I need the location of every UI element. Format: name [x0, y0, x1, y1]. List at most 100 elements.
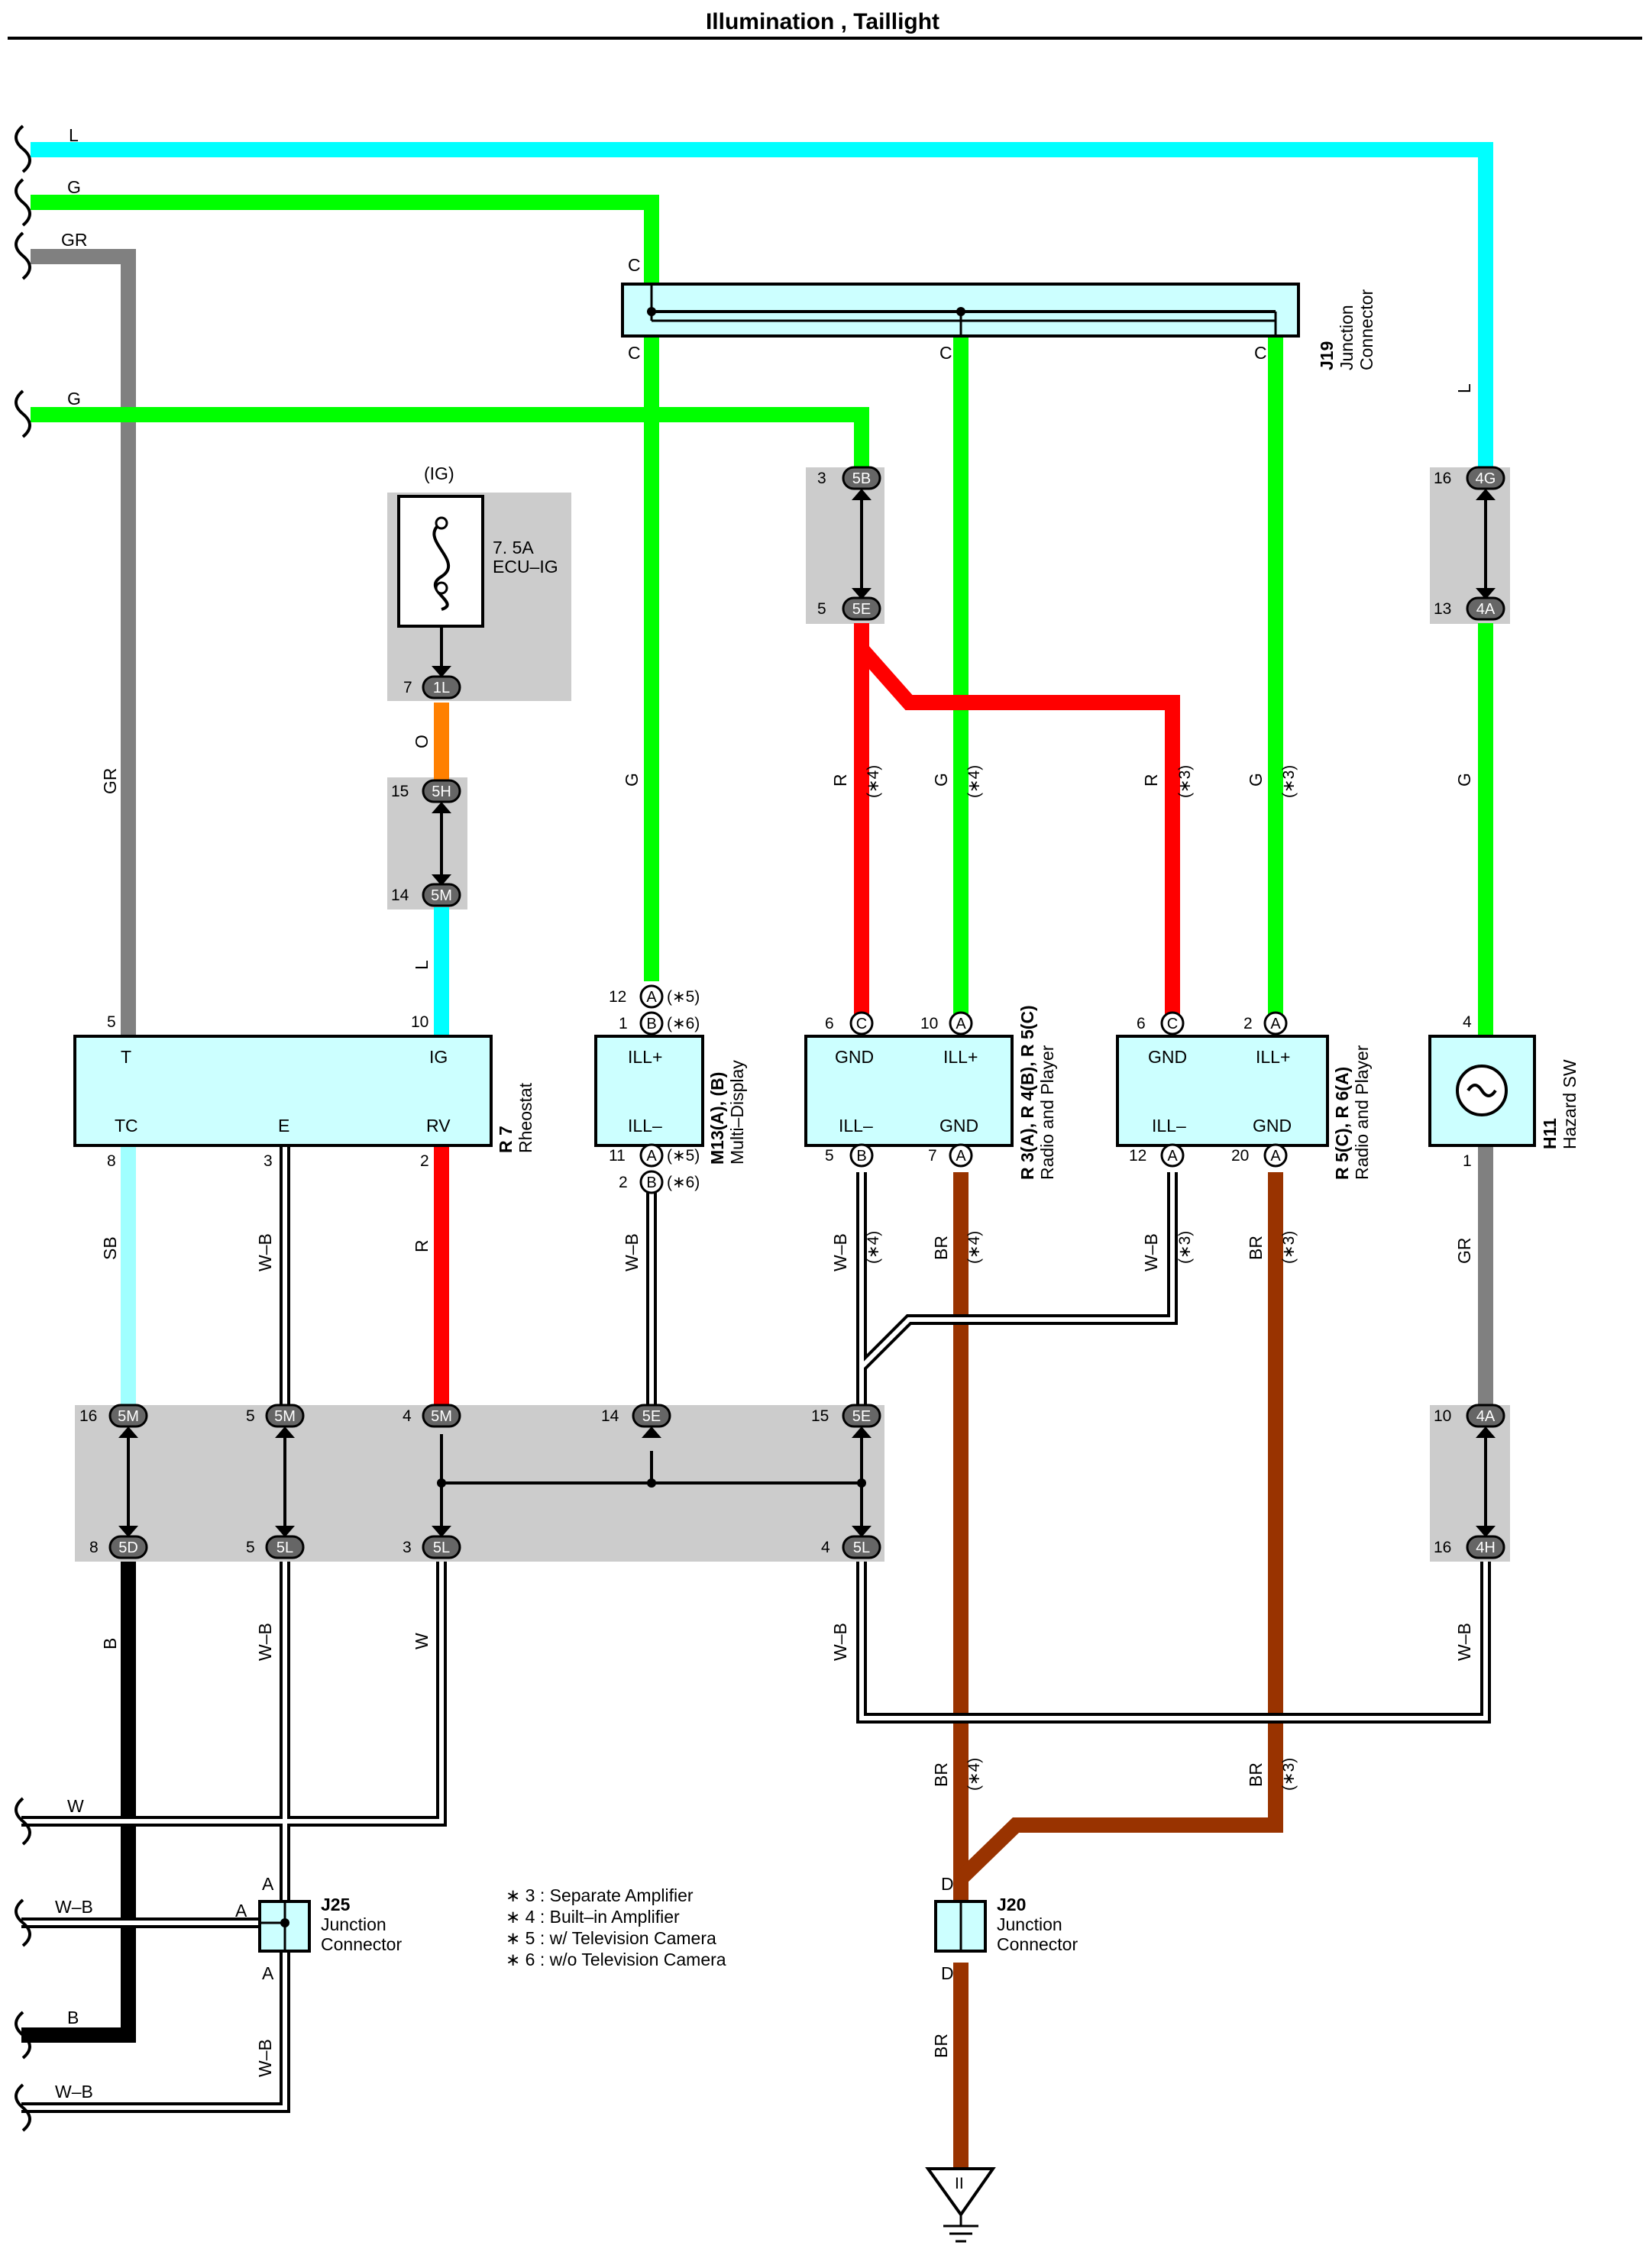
- j19-name-2: Connector: [1357, 289, 1376, 370]
- conn-1l: 1L 7: [403, 666, 461, 699]
- label-br-r3: BR: [931, 1236, 951, 1260]
- label-br-lower-r5: BR: [1246, 1762, 1266, 1787]
- label-br-lower-r3: BR: [931, 1762, 951, 1787]
- conn-4a-top-label: 4A: [1476, 601, 1496, 618]
- label-wb-left-1: W–B: [55, 1897, 93, 1917]
- arrow-up-icon: [432, 802, 451, 813]
- m13-ill-plus: ILL+: [628, 1047, 662, 1067]
- m13-pin-11: 11: [609, 1147, 626, 1165]
- j25-name-2: Connector: [321, 1934, 402, 1954]
- r5-pin-c-label: C: [1167, 1016, 1178, 1032]
- conn-5l-3: [422, 1535, 461, 1559]
- break-mark-w: [15, 1797, 31, 1846]
- r5-gnd-bottom: GND: [1253, 1116, 1292, 1136]
- label-g-r5: G: [1246, 773, 1266, 787]
- conn-5d: [108, 1535, 148, 1559]
- r5-pin-a-top: [1263, 1011, 1288, 1035]
- conn-5m-4: [422, 1404, 461, 1428]
- r3-pin-5: 5: [825, 1147, 834, 1165]
- wire-g-second: [31, 407, 869, 479]
- r3-pin-a-bottom-label: A: [956, 1148, 966, 1165]
- r3-pin-a-top: [949, 1011, 973, 1035]
- ground-label: II: [955, 2175, 964, 2192]
- conn-5l-3-label: 5L: [433, 1539, 450, 1556]
- pin-5l-5: 5: [246, 1539, 255, 1556]
- label-wb-e: W–B: [255, 1233, 275, 1271]
- legend-item-4: ∗ 6 : w/o Television Camera: [506, 1950, 726, 1969]
- conn-1l-oval: [422, 675, 461, 699]
- h11-hazard-switch: H11 Hazard SW: [1428, 1035, 1580, 1149]
- m13-ill-minus: ILL–: [628, 1116, 662, 1136]
- j19-junction-connector: C C C C J19 Junction Connector: [621, 255, 1376, 370]
- note-br-r5: (∗3): [1280, 1231, 1298, 1264]
- conn-5l-5: [265, 1535, 305, 1559]
- conn-1l-label: 1L: [433, 680, 450, 696]
- break-mark-wb1: [15, 1898, 31, 1947]
- r3-pin-b: [849, 1143, 874, 1168]
- j19-pin-1: C: [628, 343, 641, 363]
- conn-5d-label: 5D: [118, 1539, 138, 1556]
- pin-5m-5: 5: [246, 1407, 255, 1425]
- m13-pin-a-bottom-label: A: [646, 1148, 657, 1165]
- m13-pin-b-bottom-label: B: [646, 1174, 656, 1191]
- splice-dot-853: [647, 1478, 656, 1488]
- pin-5m-upper: 14: [391, 887, 409, 904]
- r3-gnd-top: GND: [835, 1047, 874, 1067]
- label-l-top: L: [69, 125, 79, 145]
- r5-pin-a-bottom-left: [1160, 1143, 1185, 1168]
- label-w-5l: W: [412, 1633, 432, 1649]
- conn-5e-15-label: 5E: [852, 1408, 871, 1425]
- r5-ill-plus: ILL+: [1256, 1047, 1290, 1067]
- pin-5m-16: 16: [79, 1407, 97, 1425]
- r7-terminal-e: E: [278, 1116, 289, 1136]
- note-br-lower-r5: (∗3): [1280, 1758, 1298, 1791]
- j25-pin-top: A: [262, 1874, 274, 1894]
- j19-pin-top: C: [628, 255, 641, 275]
- conn-5l-4: [842, 1535, 881, 1559]
- r3-ill-minus: ILL–: [839, 1116, 873, 1136]
- conn-4h: [1466, 1535, 1505, 1559]
- fuse-rating: 7. 5A: [493, 538, 534, 557]
- conn-5l-5-label: 5L: [276, 1539, 293, 1556]
- conn-5b-label: 5B: [852, 470, 871, 487]
- h11-pin-1: 1: [1463, 1152, 1472, 1170]
- component-pins: A 12 (∗5) B 1 (∗6) A 11 (∗5) B 2 (∗6) C …: [609, 984, 1288, 1194]
- conn-5m-4-label: 5M: [431, 1408, 452, 1425]
- label-gr-h11: GR: [1454, 1238, 1474, 1265]
- j20-junction-connector: D D J20 Junction Connector: [934, 1874, 1078, 1983]
- fuse-source: (IG): [424, 464, 454, 483]
- pin-5e-14: 14: [601, 1407, 619, 1425]
- r5-pin-a-bottom-right: [1263, 1143, 1288, 1168]
- fuse-name: ECU–IG: [493, 557, 558, 577]
- r7-rheostat: T IG TC E RV R 7 Rheostat: [73, 1035, 535, 1153]
- r3-pin-a-bottom: [949, 1143, 973, 1168]
- label-g-second: G: [67, 389, 81, 409]
- pin-5m-4: 4: [403, 1407, 412, 1425]
- note-g-r5: (∗3): [1280, 765, 1298, 798]
- r3-gnd-bottom: GND: [939, 1116, 978, 1136]
- ground-triangle: [925, 2167, 996, 2218]
- r7-pin-2: 2: [420, 1152, 429, 1170]
- fuse-icon: [432, 522, 451, 611]
- m13-pin-a-bottom: [639, 1143, 664, 1168]
- wire-wb-loop: [859, 1562, 1488, 1720]
- splice-dot-1128: [857, 1478, 866, 1488]
- note-br-lower-r3: (∗4): [965, 1758, 983, 1791]
- m13-name: Multi–Display: [727, 1060, 747, 1165]
- conn-5h-label: 5H: [432, 783, 451, 800]
- m13-pin-b-top-label: B: [646, 1016, 656, 1032]
- terminal-numbers: 5 10 8 3 2 4 1: [107, 1013, 1472, 1170]
- r5-pin-c: [1160, 1011, 1185, 1035]
- pin-4g: 16: [1434, 470, 1451, 487]
- arrow-up-icon: [1476, 1426, 1496, 1438]
- conn-5l-4-label: 5L: [853, 1539, 870, 1556]
- fuse-terminal-top: [435, 516, 448, 530]
- r5-pin-2: 2: [1243, 1015, 1253, 1032]
- label-w-left: W: [67, 1796, 84, 1816]
- label-br-r5: BR: [1246, 1236, 1266, 1260]
- r5-pin-a-bottom-right-label: A: [1270, 1148, 1281, 1165]
- r7-body: [73, 1035, 493, 1147]
- label-wb-left-2: W–B: [55, 2082, 93, 2102]
- label-wb-r5: W–B: [1141, 1233, 1161, 1271]
- legend-item-2: ∗ 4 : Built–in Amplifier: [506, 1907, 680, 1927]
